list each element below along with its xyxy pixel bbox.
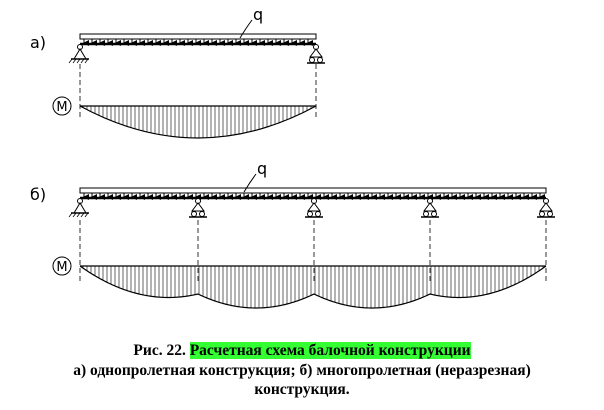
figure-caption-line2: а) однопролетная конструкция; б) многопр…	[73, 362, 531, 379]
support-roller-b3	[305, 198, 323, 218]
support-roller-b2	[189, 198, 207, 218]
svg-text:M: M	[56, 100, 67, 115]
beam-diagram: а) q M б) q	[30, 5, 555, 309]
moment-diagram-a	[79, 105, 317, 139]
figure-caption-line1: Рис. 22. Расчетная схема балочной констр…	[0, 342, 604, 360]
support-roller-b4	[421, 198, 439, 218]
load-q-a: q	[79, 5, 317, 46]
support-pin-a-left	[68, 44, 89, 64]
load-label-b: q	[257, 159, 267, 178]
figure-title: Расчетная схема балочной конструкции	[189, 342, 471, 359]
figure-caption-line3: конструкция.	[254, 381, 350, 398]
load-q-b: q	[79, 159, 547, 200]
load-label-a: q	[253, 5, 263, 24]
moment-symbol-b: M	[52, 256, 72, 276]
part-b-label: б)	[30, 185, 46, 204]
support-roller-b5	[537, 198, 555, 218]
moment-symbol-a: M	[52, 96, 72, 116]
svg-text:M: M	[56, 260, 67, 275]
support-pin-b1	[68, 198, 89, 218]
part-a-label: а)	[30, 33, 46, 52]
moment-diagram-b	[79, 265, 547, 309]
figure-number: Рис. 22.	[133, 342, 186, 359]
support-roller-a-right	[307, 44, 325, 64]
